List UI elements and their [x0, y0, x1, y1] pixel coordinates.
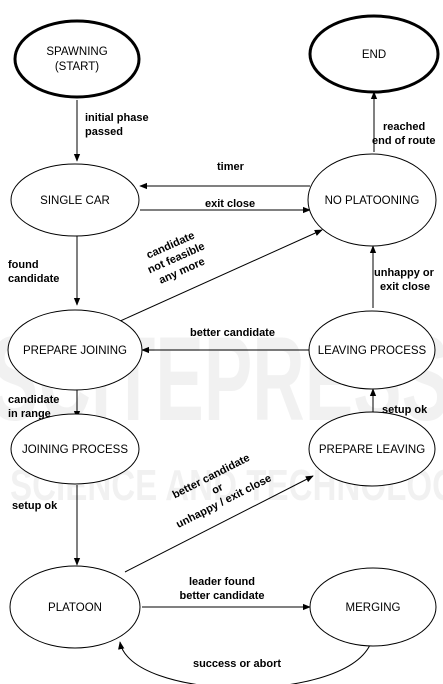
- state-merging-label: MERGING: [346, 602, 401, 614]
- state-platoon-label: PLATOON: [48, 602, 102, 614]
- state-joining-process-label: JOINING PROCESS: [22, 444, 128, 456]
- label-better-or-unhappy: better candidate or unhappy / exit close: [171, 452, 274, 531]
- label-timer: timer: [217, 161, 245, 173]
- edge-platoon-prepleave: [124, 475, 314, 573]
- edge-merging-platoon: [118, 641, 371, 684]
- state-prepare-leaving: [308, 411, 436, 487]
- state-leaving-process-label: LEAVING PROCESS: [318, 345, 427, 357]
- state-end: [308, 14, 440, 94]
- state-platoon: [9, 565, 141, 649]
- state-joining-process: [10, 413, 140, 485]
- label-not-feasible: candidate not feasible any more: [145, 230, 207, 287]
- transitions: [73, 91, 378, 684]
- state-prepare-joining-label: PREPARE JOINING: [23, 345, 127, 357]
- state-single-car: [10, 163, 140, 237]
- label-found-candidate-1: found: [8, 259, 39, 271]
- label-reached-2: end of route: [372, 135, 436, 147]
- label-success-abort: success or abort: [193, 658, 281, 670]
- label-found-candidate-2: candidate: [8, 273, 59, 285]
- state-merging: [309, 567, 437, 647]
- label-setup-ok-leave: setup ok: [382, 404, 428, 416]
- states: SPAWNING (START) END SINGLE CAR NO PLATO…: [7, 14, 440, 649]
- state-spawning: [13, 19, 141, 99]
- state-end-label: END: [362, 49, 386, 61]
- state-spawning-label-1: SPAWNING: [46, 46, 107, 58]
- label-leader-found-1: leader found: [189, 576, 255, 588]
- state-no-platooning: [307, 153, 437, 247]
- label-candidate-range-2: in range: [8, 408, 51, 420]
- state-spawning-label-2: (START): [55, 61, 99, 73]
- state-prepare-joining: [7, 309, 143, 391]
- label-leader-found-2: better candidate: [180, 590, 265, 602]
- label-setup-ok-join: setup ok: [12, 500, 58, 512]
- label-unhappy-exit-1: unhappy or: [374, 267, 435, 279]
- label-better-candidate: better candidate: [190, 327, 275, 339]
- label-exit-close: exit close: [205, 198, 255, 210]
- label-initial-phase-1: initial phase: [85, 112, 149, 124]
- label-unhappy-exit-2: exit close: [380, 281, 430, 293]
- state-no-platooning-label: NO PLATOONING: [325, 195, 420, 207]
- state-leaving-process: [308, 310, 436, 390]
- label-reached-1: reached: [383, 121, 425, 133]
- label-candidate-range-1: candidate: [8, 394, 59, 406]
- state-prepare-leaving-label: PREPARE LEAVING: [319, 444, 425, 456]
- state-single-car-label: SINGLE CAR: [40, 195, 110, 207]
- edge-not-feasible: [117, 229, 323, 323]
- label-initial-phase-2: passed: [85, 126, 123, 138]
